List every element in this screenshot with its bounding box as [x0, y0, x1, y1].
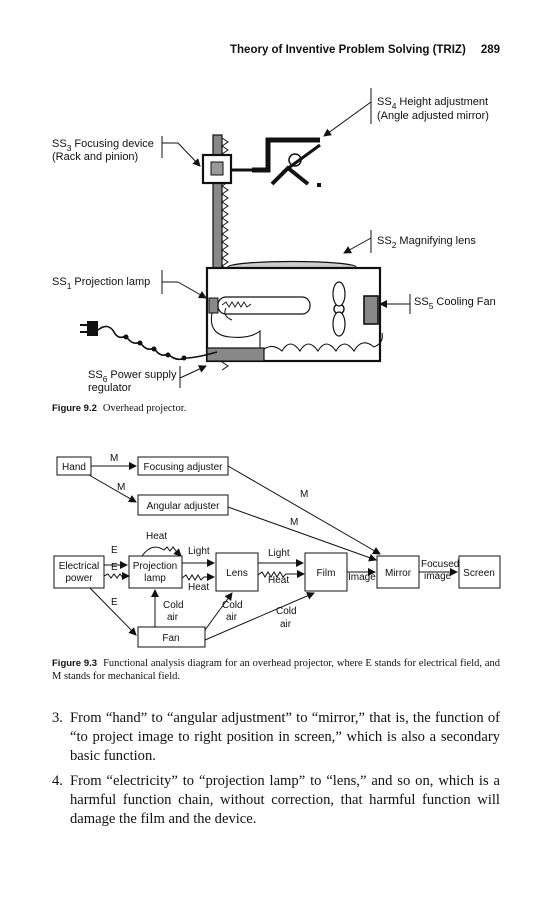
- node-mirror-label: Mirror: [385, 568, 412, 579]
- node-electrical-power: [53, 555, 105, 589]
- cooling-fan: [332, 281, 379, 337]
- node-electrical-power-label-2: power: [65, 573, 93, 584]
- figure-9-3-caption-label: Figure 9.3: [52, 658, 98, 669]
- edge-fan-lens: [204, 592, 233, 631]
- angle-mirror-head: [252, 137, 321, 187]
- edge-label-m3: M: [300, 489, 308, 500]
- focusing-device-block: [201, 153, 252, 185]
- node-projection-lamp-label-2: lamp: [144, 573, 166, 584]
- page-number: 289: [480, 44, 500, 56]
- edge-label-e3: E: [111, 597, 118, 608]
- edge-label-heat-top: Heat: [146, 531, 167, 542]
- edge-label-cold-air-2b: air: [226, 612, 238, 623]
- node-hand-label: Hand: [62, 462, 86, 473]
- edge-label-focused-1: Focused: [421, 559, 459, 570]
- edge-label-heat2: Heat: [268, 575, 289, 586]
- figure-9-3-caption-text: Functional analysis diagram for an overh…: [52, 658, 500, 682]
- node-lens-label: Lens: [226, 568, 248, 579]
- edge-lens-film-heat: [257, 570, 305, 578]
- edge-electric-fan: [89, 587, 137, 636]
- edge-label-e2: E: [111, 562, 118, 573]
- figure-9-2-caption: Figure 9.2 Overhead projector.: [52, 402, 186, 415]
- ss5-prefix: SS: [414, 296, 429, 308]
- node-lens: [215, 552, 259, 592]
- node-focusing-adjuster-label: Focusing adjuster: [144, 462, 224, 473]
- edge-label-e1: E: [111, 545, 118, 556]
- edge-hand-angular: [88, 474, 137, 503]
- edge-label-focused-2: image: [424, 571, 452, 582]
- ss5-label: Cooling Fan: [436, 296, 495, 308]
- edge-label-cold-air-3a: Cold: [276, 606, 297, 617]
- ss2-prefix: SS: [377, 235, 392, 247]
- node-angular-adjuster-label: Angular adjuster: [147, 501, 220, 512]
- ss4-prefix: SS: [377, 96, 392, 108]
- body-text-list: 3. From “hand” to “angular adjustment” t…: [52, 709, 500, 834]
- edge-electric-lamp-heat: [103, 572, 130, 580]
- edge-label-light2: Light: [268, 548, 290, 559]
- edge-lamp-lens-heat: [181, 573, 215, 581]
- node-electrical-power-label-1: Electrical: [59, 561, 100, 572]
- ss3-label: Focusing device: [74, 138, 154, 150]
- edge-label-heat1: Heat: [188, 582, 209, 593]
- ss1-label: Projection lamp: [74, 276, 150, 288]
- edge-fan-film: [204, 592, 315, 641]
- edge-label-m2: M: [117, 482, 125, 493]
- figure-9-2-caption-text: Overhead projector.: [102, 403, 187, 414]
- edge-angular-mirror: [227, 506, 377, 562]
- edge-label-cold-air-3b: air: [280, 619, 292, 630]
- list-item-text: From “electricity” to “projection lamp” …: [70, 772, 500, 828]
- ss6-prefix: SS: [88, 369, 103, 381]
- ss2-label: Magnifying lens: [399, 235, 476, 247]
- running-title: Theory of Inventive Problem Solving (TRI…: [230, 44, 466, 56]
- edge-lamp-heat-loop: [141, 546, 182, 557]
- node-fan-label: Fan: [162, 633, 179, 644]
- ss4-label: Height adjustment: [399, 96, 488, 108]
- node-film: [304, 552, 348, 592]
- ss6-label: Power supply: [110, 369, 177, 381]
- edge-label-light1: Light: [188, 546, 210, 557]
- edge-label-cold-air-1b: air: [167, 612, 179, 623]
- list-item-number: 3.: [52, 710, 63, 726]
- figure-9-3-functional-analysis-diagram: Hand Focusing adjuster Angular adjuster …: [53, 453, 501, 648]
- node-screen-label: Screen: [463, 568, 495, 579]
- list-item-number: 4.: [52, 772, 63, 789]
- edge-focusing-mirror: [227, 465, 381, 555]
- node-projection-lamp: [128, 555, 183, 589]
- edge-label-cold-air-1a: Cold: [163, 600, 184, 611]
- list-item-text: From “hand” to “angular adjustment” to “…: [70, 710, 500, 765]
- node-angular-adjuster: [137, 494, 229, 516]
- power-cord-and-plug: [80, 321, 218, 361]
- figure-9-2-caption-label: Figure 9.2: [52, 403, 97, 414]
- node-mirror: [376, 555, 420, 589]
- internal-wiring: [210, 312, 383, 355]
- projection-lamp: [208, 296, 311, 321]
- ss6-label-line2: regulator: [88, 382, 132, 394]
- node-screen: [458, 555, 501, 589]
- ss3-prefix: SS: [52, 138, 67, 150]
- ss1-prefix: SS: [52, 276, 67, 288]
- edge-label-m1: M: [110, 453, 118, 464]
- list-item: 3. From “hand” to “angular adjustment” t…: [52, 709, 500, 767]
- node-film-label: Film: [317, 568, 336, 579]
- node-fan: [137, 626, 206, 648]
- edge-label-image: Image: [348, 572, 376, 583]
- ss4-label-line2: (Angle adjusted mirror): [377, 110, 489, 122]
- edge-label-m4: M: [290, 517, 298, 528]
- list-item: 4. From “electricity” to “projection lam…: [52, 772, 500, 830]
- ss3-label-line2: (Rack and pinion): [52, 151, 138, 163]
- edge-label-cold-air-2a: Cold: [222, 600, 243, 611]
- node-projection-lamp-label-1: Projection: [133, 561, 177, 572]
